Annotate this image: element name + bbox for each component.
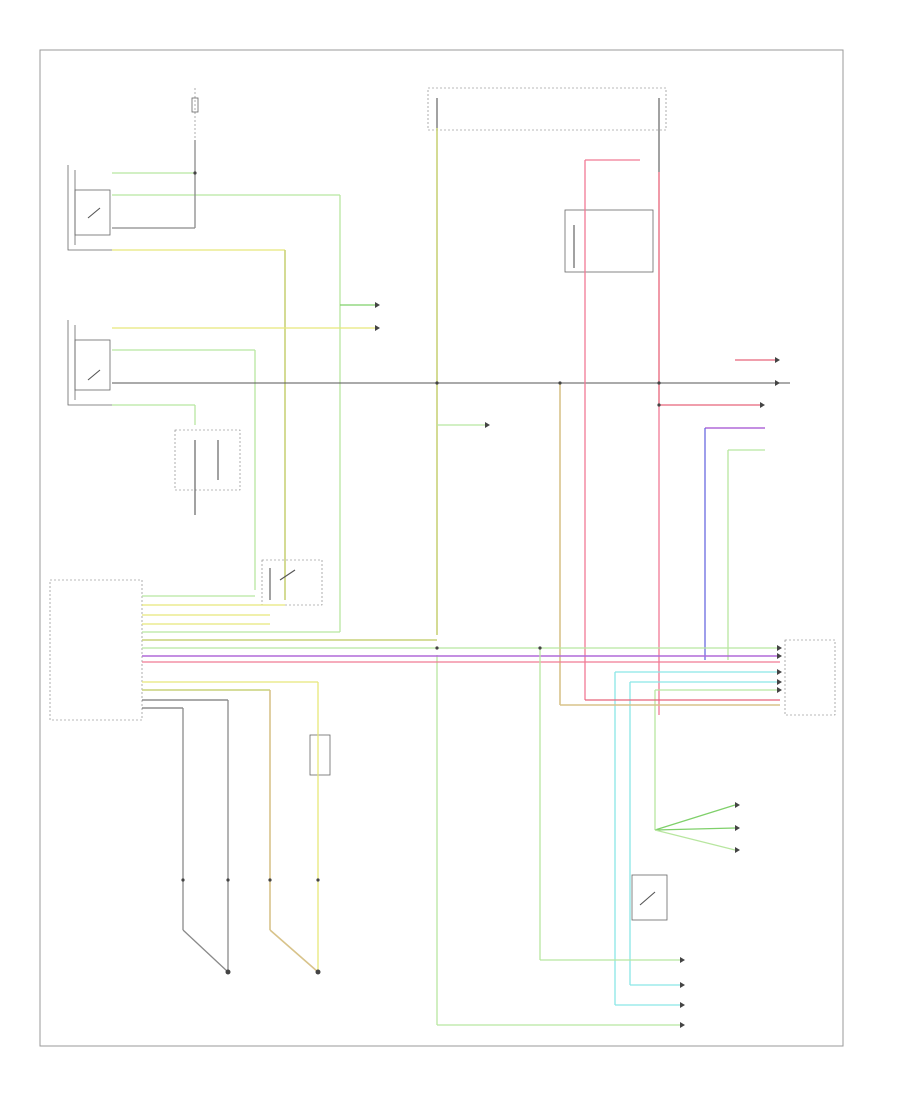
ground-symbol (225, 969, 231, 975)
sensor-lower-left (309, 725, 331, 880)
splice-points (181, 171, 661, 882)
left-module-connector (49, 579, 143, 721)
ground-symbol (315, 969, 321, 975)
wire-lower-right-1 (654, 804, 736, 831)
left-switch-top (67, 165, 112, 251)
sensor-switch-left (174, 429, 241, 515)
left-switch-middle (67, 320, 112, 406)
diagram-frame (39, 49, 844, 1047)
relay-center-left (261, 559, 323, 606)
right-module-connector (784, 639, 836, 716)
fuse-block-top-left (191, 88, 199, 160)
fuse-box-top-center (427, 87, 667, 131)
relay-right-upper (564, 209, 654, 273)
switch-lower-right (631, 874, 668, 921)
